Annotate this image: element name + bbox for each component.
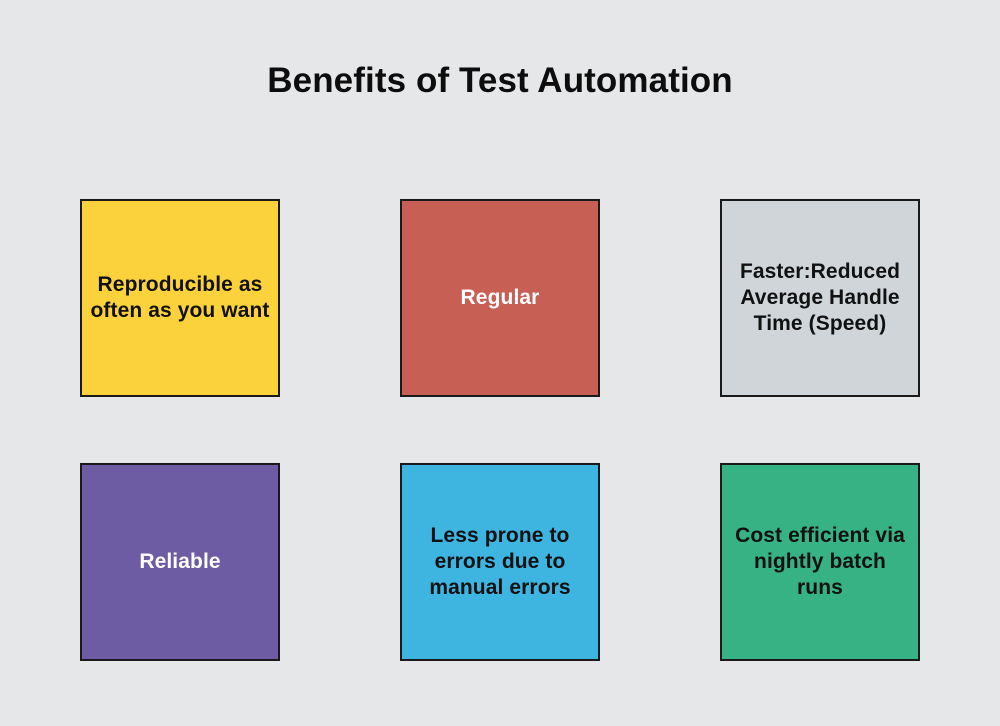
benefit-card-regular[interactable]: Regular	[400, 199, 600, 397]
benefit-card-label: Faster:Reduced Average Handle Time (Spee…	[739, 260, 901, 335]
benefit-card-reliable[interactable]: Reliable	[80, 463, 280, 661]
benefit-card-label: Regular	[460, 286, 540, 309]
benefit-card-reproducible[interactable]: Reproducible as often as you want	[80, 199, 280, 397]
benefit-card-label: Reproducible as often as you want	[90, 273, 270, 322]
benefits-card-grid: Reproducible as often as you want Regula…	[80, 199, 920, 661]
benefit-card-label: Cost efficient via nightly batch runs	[735, 524, 905, 599]
benefit-card-label: Less prone to errors due to manual error…	[429, 524, 571, 599]
benefit-card-cost-efficient[interactable]: Cost efficient via nightly batch runs	[720, 463, 920, 661]
benefit-card-less-prone-to-errors[interactable]: Less prone to errors due to manual error…	[400, 463, 600, 661]
benefit-card-label: Reliable	[139, 550, 221, 573]
page-title: Benefits of Test Automation	[267, 61, 733, 100]
benefit-card-faster[interactable]: Faster:Reduced Average Handle Time (Spee…	[720, 199, 920, 397]
